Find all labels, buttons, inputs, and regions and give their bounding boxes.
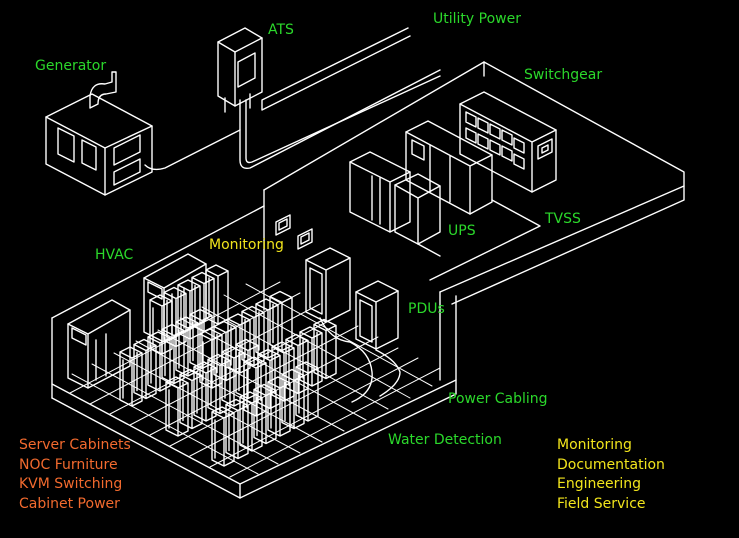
server-cabinet <box>133 338 157 400</box>
list-item: Documentation <box>557 456 665 473</box>
label-pdus: PDUs <box>408 301 445 317</box>
server-cabinet <box>161 323 185 385</box>
server-cabinet <box>255 298 279 359</box>
server-cabinet <box>199 328 223 389</box>
server-cabinet <box>257 348 281 410</box>
list-item: Monitoring <box>557 437 632 453</box>
server-cabinet <box>213 320 237 382</box>
label-monitoring: Monitoring <box>209 237 284 253</box>
switchgear-panels <box>459 91 557 193</box>
server-cabinet <box>179 368 203 430</box>
server-cabinet <box>269 290 293 352</box>
list-item: Field Service <box>557 495 646 512</box>
right-services-list: Monitoring Documentation Engineering Fie… <box>557 436 665 514</box>
generator-unit <box>45 71 241 196</box>
list-item: KVM Switching <box>19 476 123 492</box>
label-utility-power: Utility Power <box>433 11 521 27</box>
server-cabinet <box>239 391 263 452</box>
server-cabinet <box>175 316 199 377</box>
server-cabinet <box>147 331 171 392</box>
server-cabinet-rows <box>119 264 337 467</box>
server-cabinet <box>313 318 337 380</box>
ats-cabinet <box>217 27 263 113</box>
server-cabinet <box>149 294 173 355</box>
monitoring-panels <box>275 214 313 250</box>
ats-cable <box>239 69 441 170</box>
server-cabinet <box>165 376 189 437</box>
server-cabinet <box>241 305 265 367</box>
ups-units <box>349 120 493 245</box>
list-item: NOC Furniture <box>19 456 118 473</box>
server-cabinet <box>119 346 143 407</box>
server-cabinet <box>299 326 323 387</box>
ups-cabling <box>417 199 541 281</box>
label-ats: ATS <box>268 22 294 38</box>
server-cabinet <box>271 341 295 402</box>
label-generator: Generator <box>35 58 107 74</box>
label-ups: UPS <box>448 223 476 239</box>
pdu-cabinets <box>305 247 399 350</box>
building-outline <box>51 61 685 499</box>
server-cabinet <box>163 286 187 348</box>
label-water-detection: Water Detection <box>388 432 502 448</box>
server-cabinet <box>207 353 231 415</box>
server-cabinet <box>243 356 267 417</box>
label-hvac: HVAC <box>95 247 134 263</box>
list-item: Engineering <box>557 476 641 492</box>
server-cabinet <box>193 361 217 422</box>
list-item: Cabinet Power <box>19 495 120 512</box>
list-item: Server Cabinets <box>19 437 131 453</box>
label-power-cabling: Power Cabling <box>448 391 548 407</box>
left-services-list: Server Cabinets NOC Furniture KVM Switch… <box>19 436 131 514</box>
server-cabinet <box>225 398 249 460</box>
label-switchgear: Switchgear <box>524 67 603 83</box>
server-cabinet <box>227 313 251 374</box>
label-tvss: TVSS <box>545 211 581 227</box>
server-cabinet <box>211 406 235 467</box>
utility-power-line <box>261 27 411 111</box>
server-cabinet <box>285 333 309 395</box>
power-cabling-run <box>319 317 401 403</box>
